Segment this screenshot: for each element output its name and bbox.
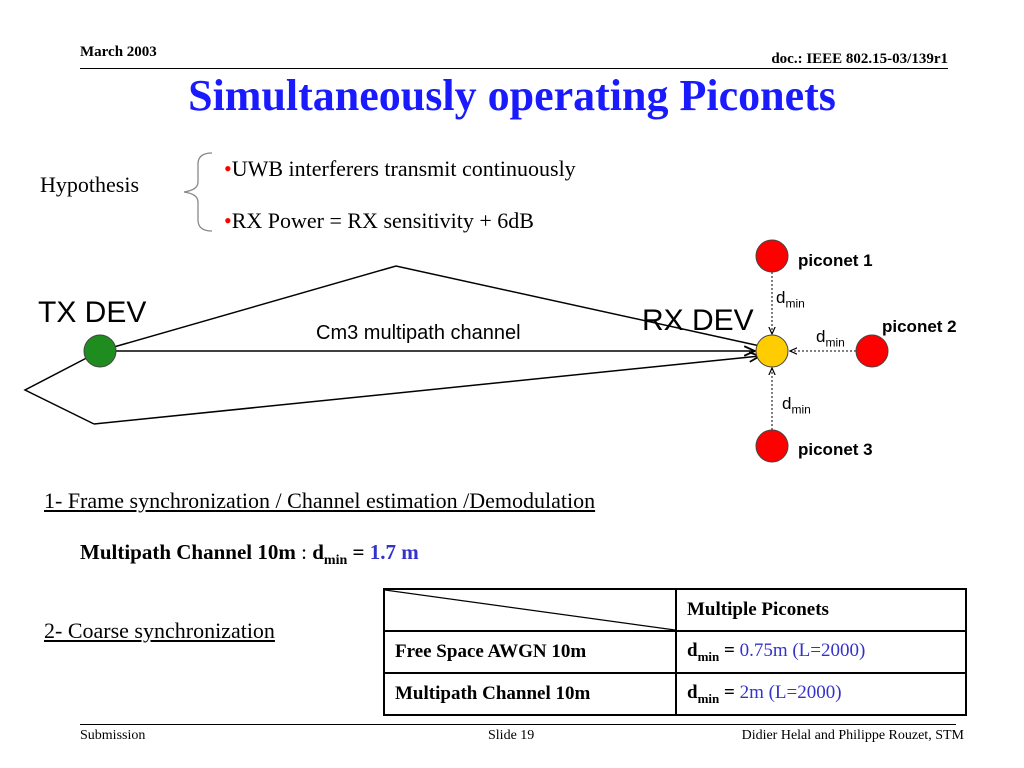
results-table: Multiple Piconets Free Space AWGN 10m dm… — [383, 588, 967, 716]
footer-slide-number: Slide 19 — [488, 728, 535, 743]
dmin-label-1: dmin — [776, 288, 805, 311]
rx-device-label: RX DEV — [642, 304, 754, 337]
tx-device-node — [83, 334, 117, 368]
table-row: Multipath Channel 10m dmin = 2m (L=2000) — [383, 672, 967, 716]
channel-label: Cm3 multipath channel — [316, 322, 521, 344]
table-row: Free Space AWGN 10m dmin = 0.75m (L=2000… — [383, 630, 967, 674]
hypothesis-bullet-1: •UWB interferers transmit continuously — [224, 156, 576, 182]
table-header-cell: Multiple Piconets — [675, 588, 967, 632]
row-value: dmin = 0.75m (L=2000) — [675, 630, 967, 674]
piconet-2-label: piconet 2 — [882, 317, 957, 336]
hypothesis-label: Hypothesis — [40, 172, 139, 197]
row-label: Free Space AWGN 10m — [383, 630, 677, 674]
section-2-heading: 2- Coarse synchronization — [44, 618, 275, 643]
bullet-text: UWB interferers transmit continuously — [231, 156, 576, 181]
diagonal-divider — [385, 590, 675, 630]
table-corner-cell — [383, 588, 677, 632]
piconet-2-node — [855, 334, 889, 368]
multipath-path-lower — [23, 350, 101, 425]
multipath-path-upper — [99, 265, 761, 352]
rx-device-node — [755, 334, 789, 368]
section-1-heading: 1- Frame synchronization / Channel estim… — [44, 488, 596, 513]
header-divider — [80, 68, 948, 69]
footer-divider — [80, 724, 956, 725]
header-date: March 2003 — [80, 44, 157, 60]
bullet-mark: • — [224, 156, 232, 181]
section-1-value: 1.7 m — [369, 540, 419, 564]
row-value: dmin = 2m (L=2000) — [675, 672, 967, 716]
slide-title: Simultaneously operating Piconets — [188, 71, 836, 120]
section-1-result: Multipath Channel 10m : dmin = 1.7 m — [80, 540, 419, 569]
piconet-3-node — [755, 429, 789, 463]
footer-authors: Didier Helal and Philippe Rouzet, STM — [741, 728, 964, 743]
piconet-1-label: piconet 1 — [798, 251, 873, 270]
bullet-mark: • — [224, 208, 232, 233]
dmin-label-3: dmin — [782, 394, 811, 417]
piconet-3-label: piconet 3 — [798, 440, 873, 459]
dmin-label-2: dmin — [816, 327, 845, 350]
bullet-text: RX Power = RX sensitivity + 6dB — [231, 208, 534, 233]
piconet-1-node — [755, 239, 789, 273]
brace-icon — [183, 152, 213, 232]
tx-device-label: TX DEV — [38, 296, 147, 329]
table-header-row: Multiple Piconets — [383, 588, 967, 632]
hypothesis-bullet-2: •RX Power = RX sensitivity + 6dB — [224, 208, 534, 234]
footer-submission: Submission — [80, 728, 146, 743]
header-doc-id: doc.: IEEE 802.15-03/139r1 — [771, 51, 948, 67]
multipath-path-lower-return — [93, 356, 760, 425]
row-label: Multipath Channel 10m — [383, 672, 677, 716]
